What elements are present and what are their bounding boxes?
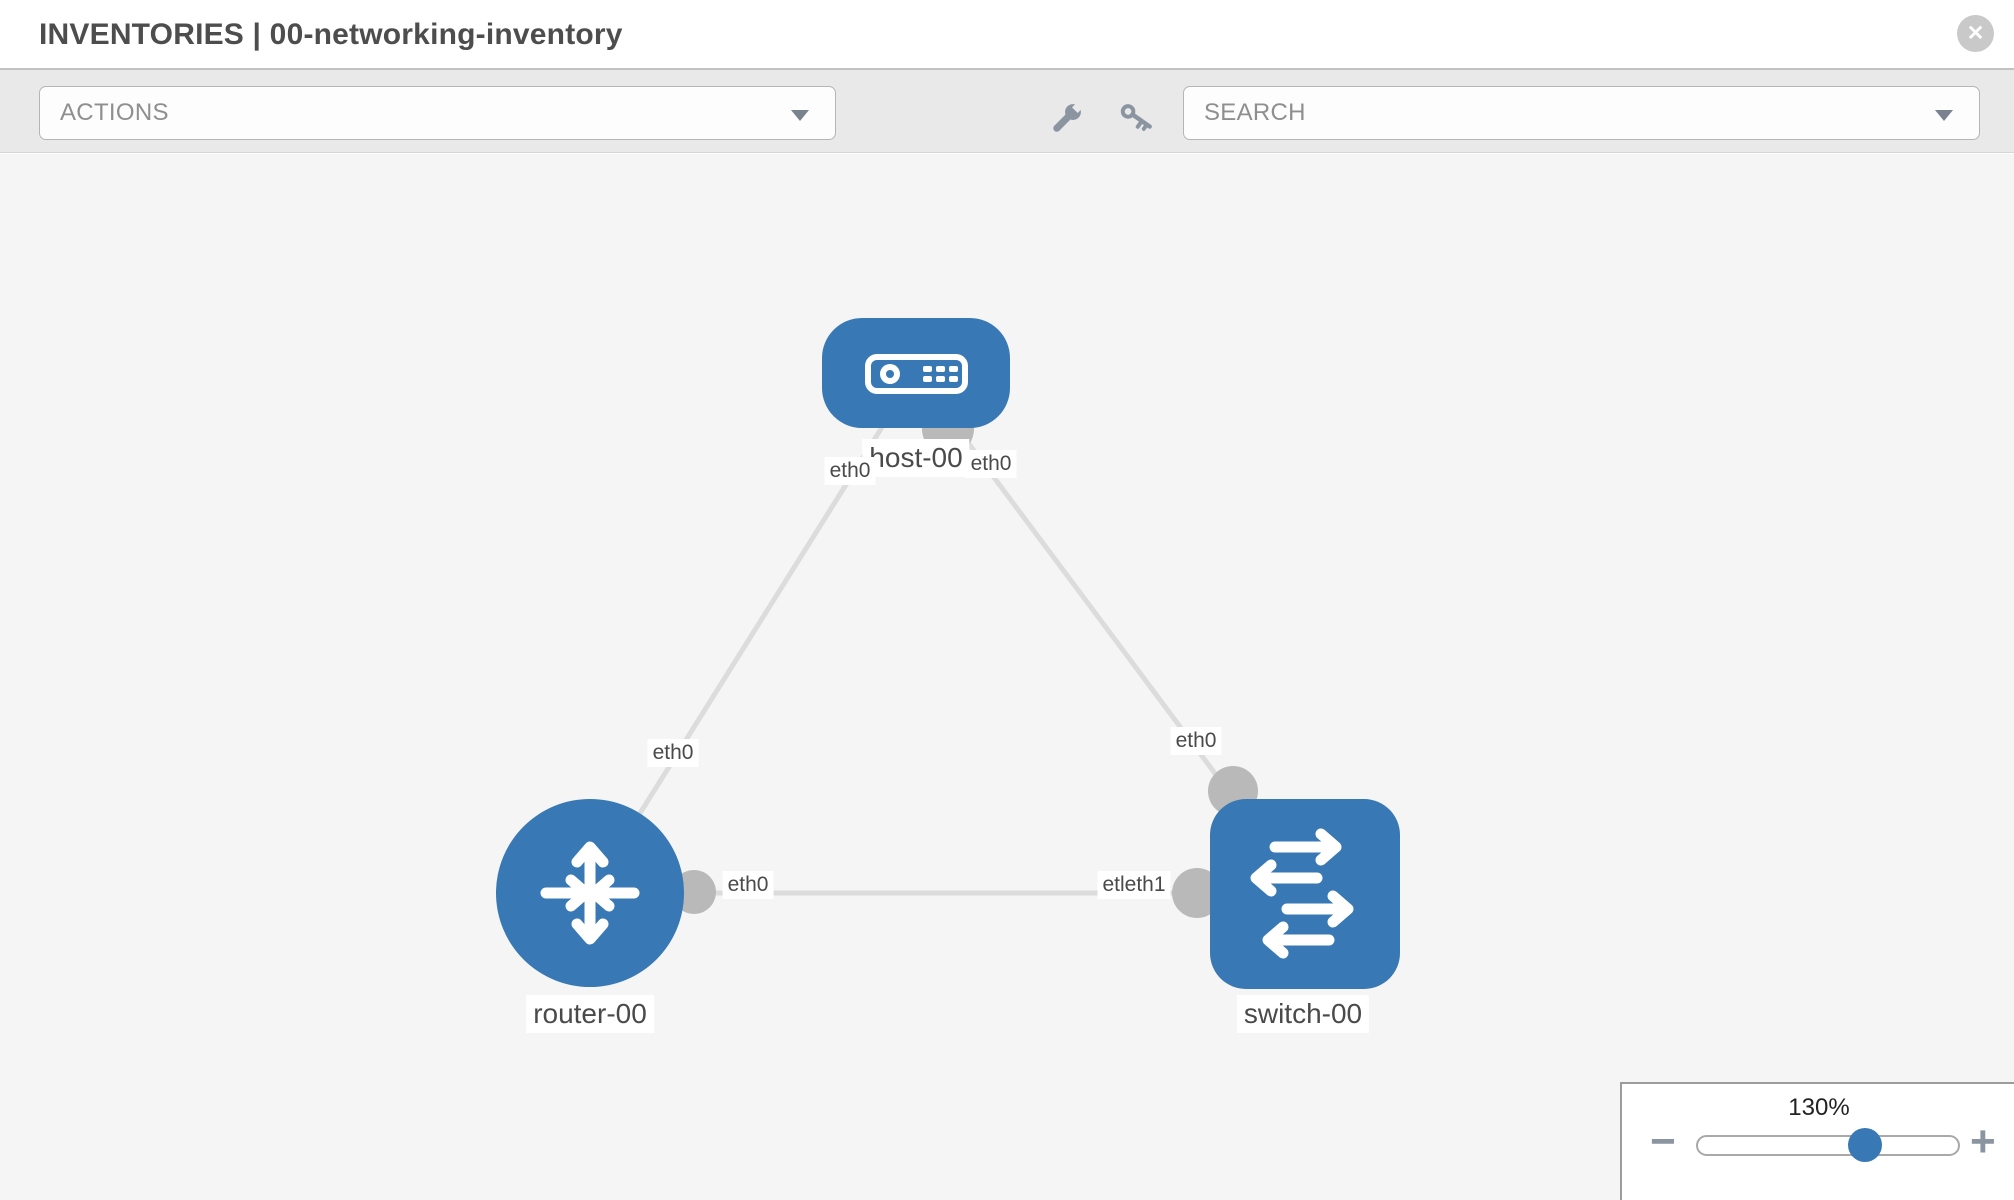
close-button[interactable]: ✕ <box>1957 15 1994 52</box>
page-title: INVENTORIES | 00-networking-inventory <box>39 18 623 51</box>
search-dropdown[interactable]: SEARCH <box>1183 86 1980 140</box>
router-icon <box>540 841 640 945</box>
node-label-router: router-00 <box>526 995 654 1033</box>
zoom-slider-track[interactable] <box>1696 1135 1960 1156</box>
zoom-out-button[interactable]: − <box>1650 1117 1676 1166</box>
node-label-host: host-00 <box>862 439 970 477</box>
actions-dropdown[interactable]: ACTIONS <box>39 86 836 140</box>
credentials-tool-button[interactable] <box>1114 95 1158 144</box>
zoom-in-button[interactable]: + <box>1970 1117 1996 1166</box>
interface-endpoints-layer <box>672 403 1258 918</box>
node-label-switch: switch-00 <box>1236 995 1370 1033</box>
iface-label: eth0 <box>1170 727 1222 755</box>
iface-label: eth0 <box>965 450 1017 478</box>
toolbar: ACTIONS SEARCH <box>0 70 2014 153</box>
zoom-control-panel: 130% − + <box>1620 1082 2014 1200</box>
iface-label: eth0 <box>647 739 699 767</box>
node-router-00[interactable] <box>496 799 684 987</box>
interface-endpoint-switch-eth1[interactable] <box>1172 868 1222 918</box>
chevron-down-icon <box>1935 110 1953 121</box>
switch-icon <box>1250 828 1354 959</box>
zoom-level-value: 130% <box>1788 1094 1850 1121</box>
close-icon: ✕ <box>1966 22 1985 45</box>
node-host-00[interactable] <box>822 318 1010 428</box>
wrench-icon <box>1053 100 1085 132</box>
header: INVENTORIES | 00-networking-inventory ✕ <box>0 0 2014 70</box>
topology-canvas[interactable]: host-00 router-00 switch-00 eth0 eth0 et… <box>0 154 2014 1200</box>
iface-label: eth0 <box>824 457 876 485</box>
search-placeholder: SEARCH <box>1204 99 1306 126</box>
chevron-down-icon <box>791 110 809 121</box>
host-icon <box>865 354 968 394</box>
node-switch-00[interactable] <box>1210 799 1400 989</box>
key-icon <box>1120 104 1152 131</box>
actions-dropdown-label: ACTIONS <box>60 99 169 126</box>
iface-label: eth0 <box>722 871 774 899</box>
iface-label: etleth1 <box>1097 871 1171 899</box>
configure-tool-button[interactable] <box>1046 95 1090 144</box>
zoom-slider-knob[interactable] <box>1848 1128 1882 1162</box>
